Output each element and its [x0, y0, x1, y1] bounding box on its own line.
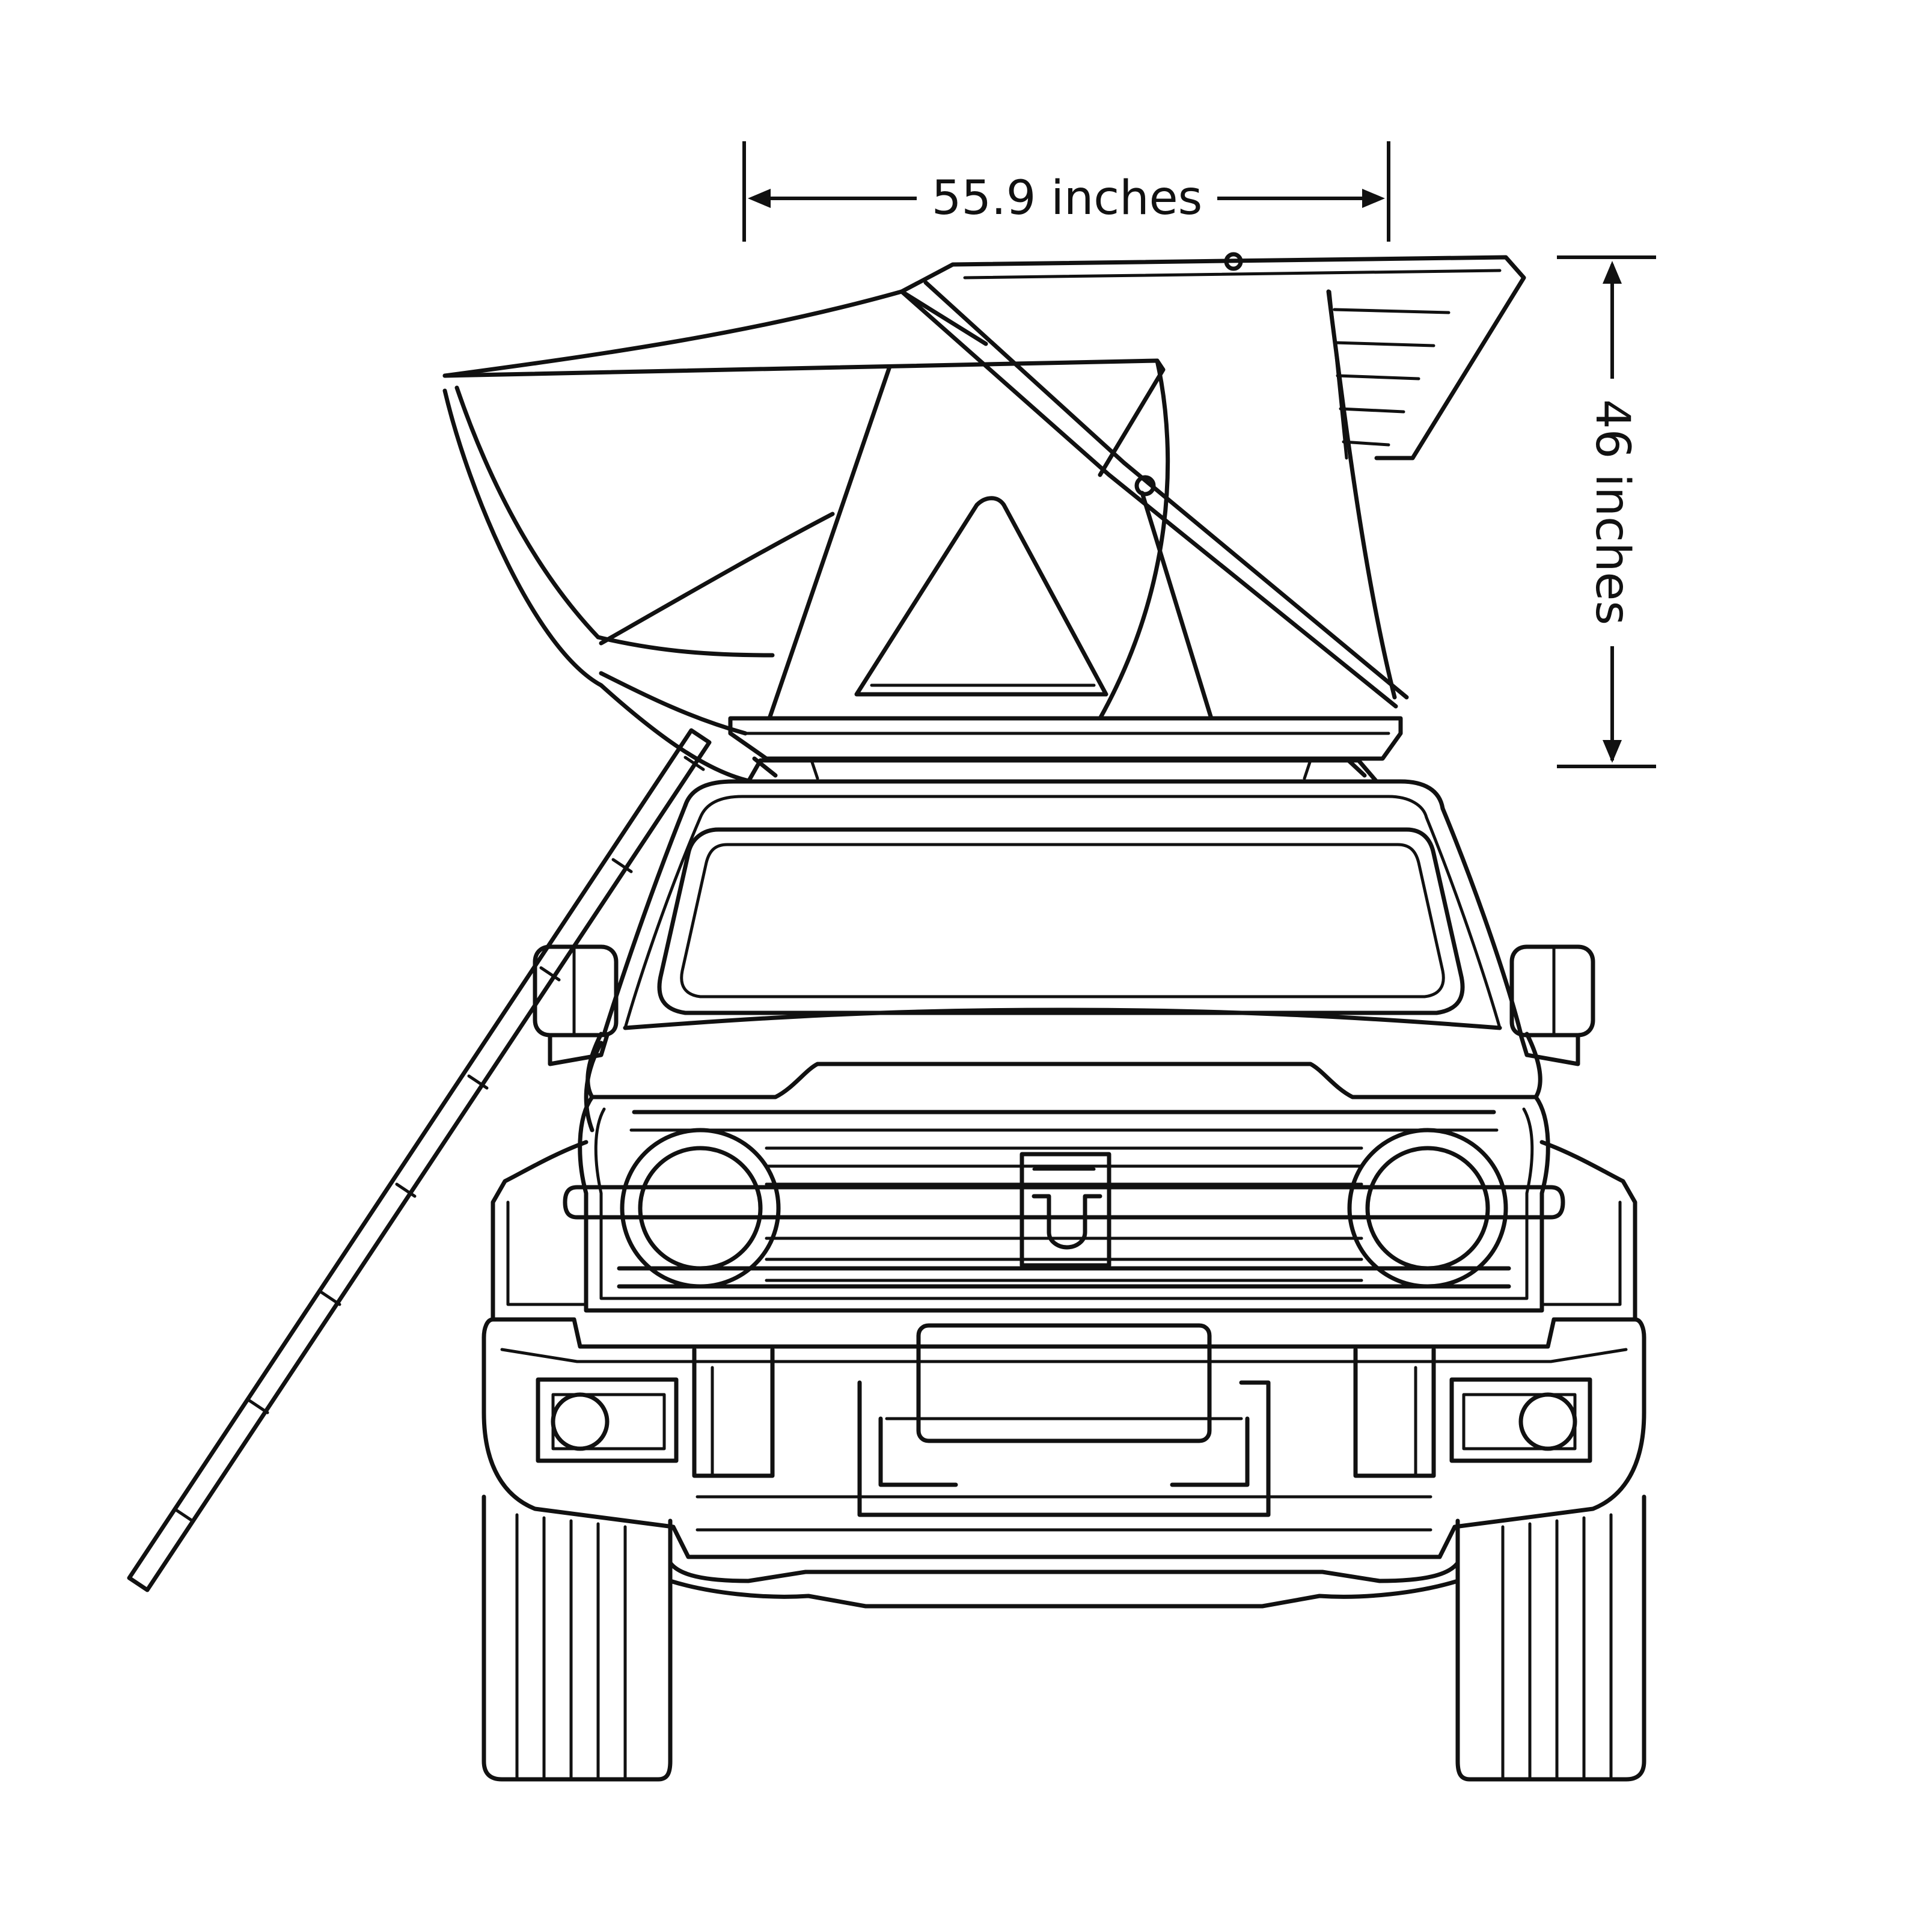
suv-front	[481, 758, 1646, 1782]
height-dimension: 46 inches	[1557, 255, 1656, 768]
right-fog-light	[1449, 1377, 1592, 1463]
left-tire	[481, 1494, 673, 1782]
rooftop-tent	[442, 252, 1526, 784]
license-plate	[916, 1323, 1212, 1443]
right-mirror	[1509, 944, 1595, 1066]
left-headlight	[620, 1128, 781, 1289]
right-tire	[1455, 1494, 1646, 1782]
width-dimension: 55.9 inches	[742, 141, 1390, 242]
ladder	[127, 728, 712, 1592]
height-label: 46 inches	[1585, 399, 1639, 625]
right-headlight	[1347, 1128, 1508, 1289]
width-label: 55.9 inches	[932, 171, 1203, 225]
left-mirror	[533, 944, 619, 1066]
brand-logo	[1019, 1152, 1111, 1268]
left-fog-light	[536, 1377, 679, 1463]
